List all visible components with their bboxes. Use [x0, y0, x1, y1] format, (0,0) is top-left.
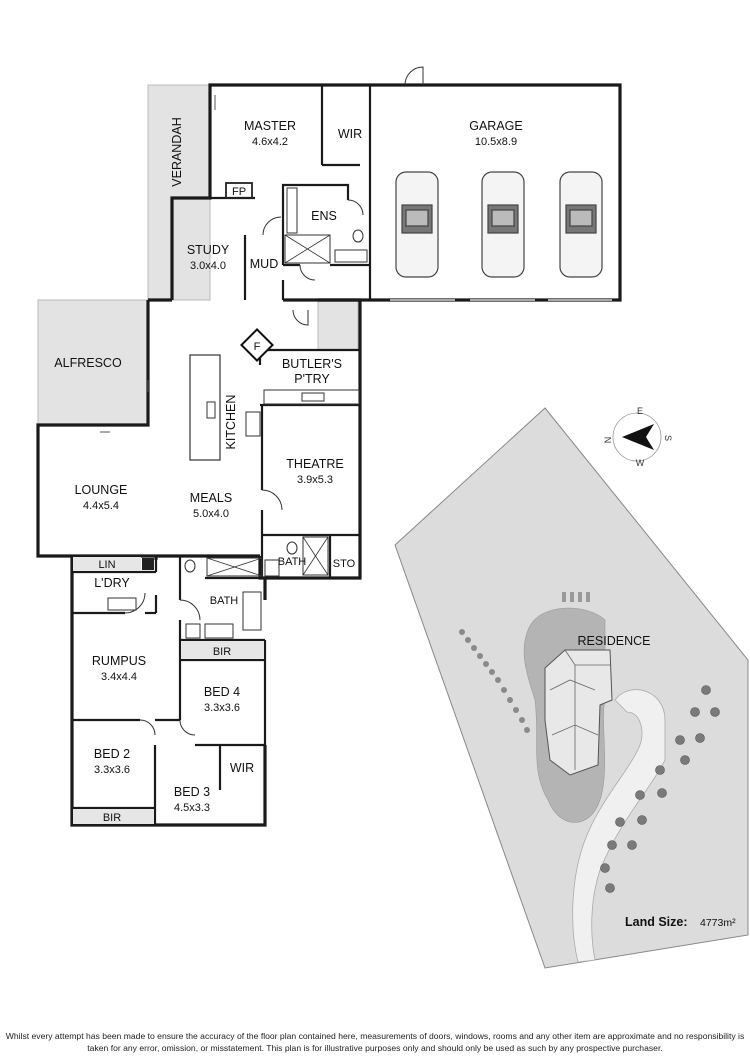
meals-size: 5.0x4.0: [193, 508, 229, 520]
interior-walls: [72, 85, 372, 825]
land-size-label: Land Size:: [625, 915, 688, 929]
rumpus-size: 3.4x4.4: [101, 671, 137, 683]
alfresco-label: ALFRESCO: [54, 356, 122, 370]
residence-roof: [544, 649, 613, 776]
bed4-label: BED 4: [204, 685, 240, 699]
room-labels: VERANDAH MASTER 4.6x4.2 WIR GARAGE 10.5x…: [54, 117, 522, 824]
compass-n: N: [603, 437, 613, 444]
porch-area: [317, 299, 359, 351]
wir-bed3-label: WIR: [230, 761, 254, 775]
master-size: 4.6x4.2: [252, 136, 288, 148]
compass-w: W: [636, 458, 645, 468]
master-label: MASTER: [244, 119, 296, 133]
butlers-label-1: BUTLER'S: [282, 357, 342, 371]
fridge-symbol: [240, 328, 274, 362]
bed3-size: 4.5x3.3: [174, 802, 210, 814]
fridge-label: F: [254, 341, 261, 353]
verandah-area: [147, 84, 211, 301]
garage-label: GARAGE: [469, 119, 523, 133]
tree-cluster: [600, 685, 720, 893]
sto-label: STO: [333, 558, 356, 570]
lounge-label: LOUNGE: [75, 483, 128, 497]
lin-strip: [73, 557, 141, 571]
tree-row: [459, 629, 530, 733]
lounge-size: 4.4x5.4: [83, 500, 119, 512]
residence-label: RESIDENCE: [578, 634, 651, 648]
bir-bed2-label: BIR: [103, 812, 121, 824]
bed2-label: BED 2: [94, 747, 130, 761]
land-size-value: 4773m²: [700, 917, 736, 929]
ens-label: ENS: [311, 209, 337, 223]
bed2-size: 3.3x3.6: [94, 764, 130, 776]
butlers-label-2: P'TRY: [294, 372, 330, 386]
compass-s: S: [663, 435, 673, 441]
north-arrow-icon: [622, 424, 654, 450]
car-icon: [559, 171, 603, 278]
lin-label: LIN: [98, 559, 115, 571]
bir-bed4-label: BIR: [213, 646, 231, 658]
bath-main-label: BATH: [210, 595, 239, 607]
kitchen-label: KITCHEN: [224, 395, 238, 450]
garage-cars: [395, 171, 603, 278]
garage-size: 10.5x8.9: [475, 136, 517, 148]
fixtures: [107, 182, 368, 639]
theatre-size: 3.9x5.3: [297, 474, 333, 486]
bath-theatre-label: BATH: [278, 556, 307, 568]
car-icon: [481, 171, 525, 278]
verandah-label: VERANDAH: [170, 117, 184, 186]
exterior-walls: [36, 83, 622, 827]
mud-label: MUD: [250, 257, 278, 271]
bed3-label: BED 3: [174, 785, 210, 799]
compass-e: E: [637, 406, 643, 416]
fp-label: FP: [232, 186, 246, 198]
rumpus-label: RUMPUS: [92, 654, 146, 668]
ldry-label: L'DRY: [94, 576, 130, 590]
car-icon: [395, 171, 439, 278]
meals-label: MEALS: [190, 491, 232, 505]
bir-strip-bed4: [181, 641, 264, 659]
study-size: 3.0x4.0: [190, 260, 226, 272]
site-plan: RESIDENCE: [394, 407, 749, 969]
compass-rose: N E S W: [603, 406, 673, 468]
theatre-label: THEATRE: [286, 457, 343, 471]
study-label: STUDY: [187, 243, 230, 257]
wir-master-label: WIR: [338, 127, 362, 141]
bed4-size: 3.3x3.6: [204, 702, 240, 714]
bir-strip-bed2: [73, 809, 154, 824]
alfresco-area: [37, 299, 149, 426]
disclaimer-text: Whilst every attempt has been made to en…: [5, 1031, 745, 1053]
doors-and-windows: [100, 66, 612, 736]
